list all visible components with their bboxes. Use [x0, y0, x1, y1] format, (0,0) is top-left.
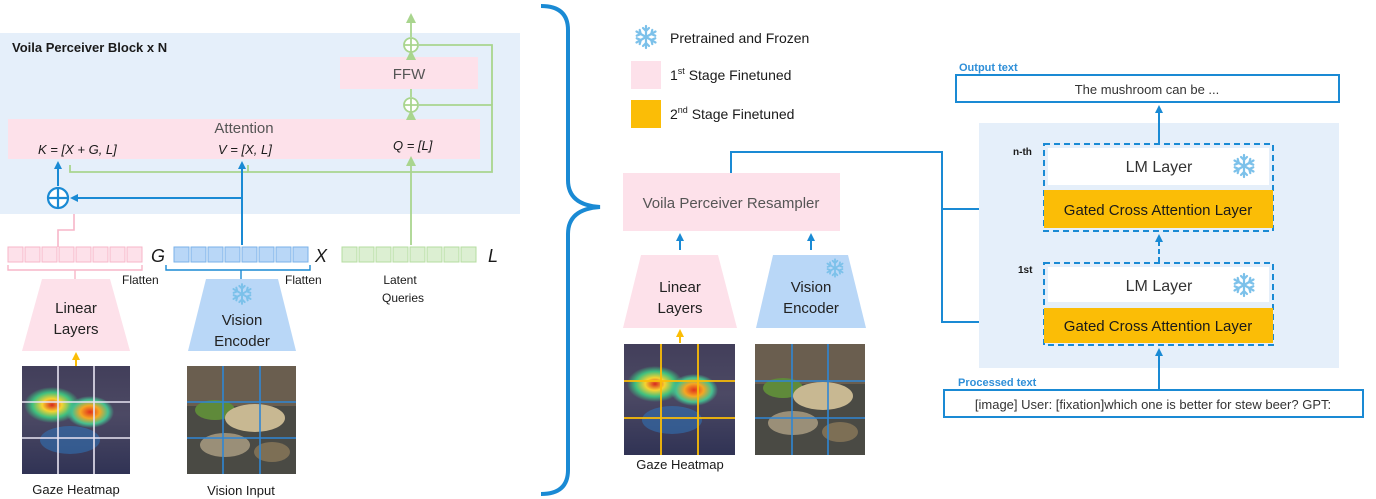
output-text-label: Output text — [959, 62, 1018, 74]
linear-layers-left-line1: Linear — [55, 300, 97, 317]
label-x: X — [314, 246, 328, 266]
vision-input-image-left — [187, 366, 296, 474]
latent-tokens — [341, 246, 477, 263]
linear-layers-right-line2: Layers — [657, 300, 702, 317]
gaze-heatmap-caption-left: Gaze Heatmap — [32, 482, 119, 497]
vision-flatten-bracket — [165, 265, 311, 271]
processed-text-box — [943, 389, 1364, 418]
attention-label: Attention — [214, 120, 273, 137]
processed-text-value: [image] User: [fixation]which one is bet… — [975, 397, 1331, 412]
ffw-label: FFW — [393, 66, 426, 83]
gated-cross-attention-top-label: Gated Cross Attention Layer — [1064, 202, 1252, 219]
attention-box — [8, 119, 480, 159]
gaze-heatmap-image-left — [22, 366, 130, 474]
gaze-token-link — [57, 214, 75, 247]
linear-layers-left-line2: Layers — [53, 321, 98, 338]
perceiver-resampler-label: Voila Perceiver Resampler — [643, 195, 820, 212]
latent-queries-line2: Queries — [382, 291, 424, 305]
label-g: G — [151, 246, 165, 266]
lm-layer-top-label: LM Layer — [1126, 159, 1193, 176]
legend-frozen-label: Pretrained and Frozen — [670, 30, 809, 46]
lm-layer-top-box — [1048, 148, 1269, 185]
perceiver-block-title: Voila Perceiver Block x N — [12, 40, 167, 55]
plus-sign-mid — [404, 98, 418, 112]
legend-stage2-swatch — [631, 100, 661, 128]
vision-encoder-trapezoid-left — [188, 279, 296, 351]
linear-layers-right-line1: Linear — [659, 279, 701, 296]
vision-encoder-right-line1: Vision — [791, 279, 832, 296]
vision-encoder-left-line2: Encoder — [214, 333, 270, 350]
vision-encoder-right-line2: Encoder — [783, 300, 839, 317]
lm-layer-bottom-box — [1048, 267, 1269, 302]
linear-layers-trapezoid-left — [22, 279, 130, 351]
perceiver-resampler-box — [623, 173, 840, 231]
flatten-label-vision: Flatten — [285, 273, 322, 287]
plus-sign-blue — [48, 188, 68, 208]
first-label: 1st — [1018, 265, 1033, 276]
gated-cross-attention-bottom-label: Gated Cross Attention Layer — [1064, 318, 1252, 335]
legend-snowflake-icon — [635, 24, 657, 50]
ffw-box — [340, 57, 478, 89]
legend-stage1-label: 1st Stage Finetuned — [670, 66, 791, 83]
gaze-flatten-bracket — [7, 265, 143, 271]
output-text-value: The mushroom can be ... — [1075, 82, 1220, 97]
green-flow-lines — [69, 13, 493, 245]
blue-flow-lines — [54, 161, 246, 245]
gated-cross-attention-bottom-box — [1044, 308, 1273, 343]
label-l: L — [488, 246, 498, 266]
equation-v: V = [X, L] — [218, 142, 272, 157]
gated-cross-attention-top-box — [1044, 190, 1273, 228]
vision-encoder-left-line1: Vision — [222, 312, 263, 329]
curly-brace — [540, 4, 601, 496]
flatten-label-gaze: Flatten — [122, 273, 159, 287]
legend-stage2-label: 2nd Stage Finetuned — [670, 105, 794, 122]
nth-layer-group — [1043, 143, 1274, 232]
lm-layer-bottom-label: LM Layer — [1126, 278, 1193, 295]
processed-text-label: Processed text — [958, 377, 1037, 389]
gaze-heatmap-image-right — [624, 344, 735, 455]
equation-k: K = [X + G, L] — [38, 142, 117, 157]
vision-input-image-right — [755, 344, 865, 455]
gaze-heatmap-caption-right: Gaze Heatmap — [636, 457, 723, 472]
latent-queries-line1: Latent — [383, 273, 417, 287]
legend-stage1-swatch — [631, 61, 661, 89]
nth-label: n-th — [1013, 147, 1032, 158]
gaze-tokens — [7, 246, 143, 263]
vision-encoder-trapezoid-right — [756, 255, 866, 328]
output-text-box — [955, 74, 1340, 103]
vision-tokens — [173, 246, 309, 263]
linear-layers-trapezoid-right — [623, 255, 737, 328]
vision-input-caption: Vision Input — [207, 483, 275, 498]
first-layer-group — [1043, 262, 1274, 346]
equation-q: Q = [L] — [393, 138, 433, 153]
plus-sign-top — [404, 38, 418, 52]
